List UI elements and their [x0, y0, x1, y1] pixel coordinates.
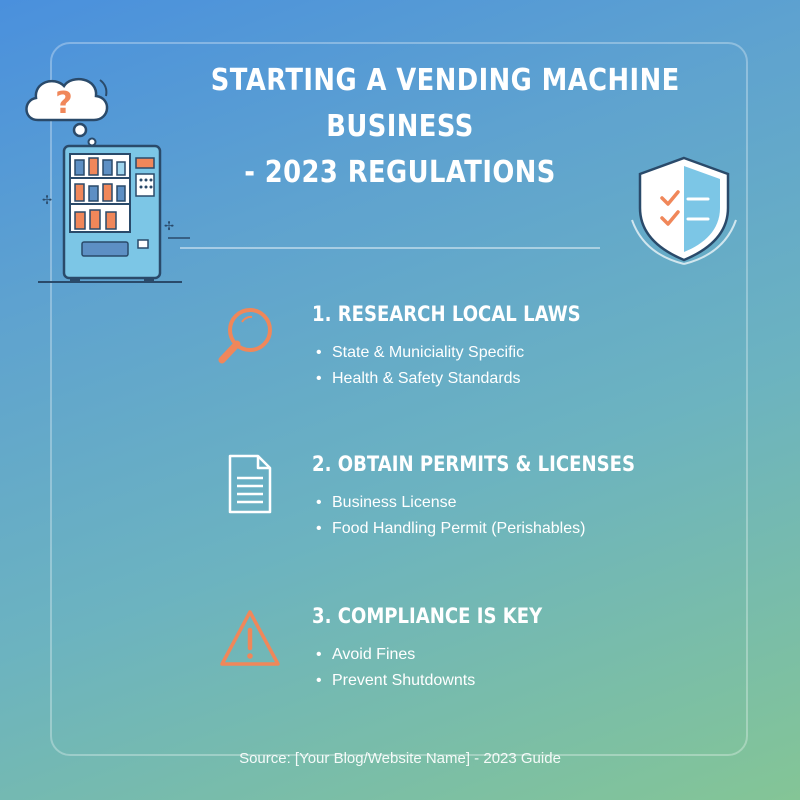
- question-bubble-icon: ?: [25, 77, 109, 147]
- vending-machine-icon: ✢ ✢: [38, 144, 190, 283]
- magnifier-icon: [218, 308, 272, 364]
- list-item: State & Municiality Specific: [316, 340, 524, 366]
- list-item: Food Handling Permit (Perishables): [316, 516, 585, 542]
- source-footer: Source: [Your Blog/Website Name] - 2023 …: [239, 750, 561, 767]
- bullet-list: State & Municiality Specific Health & Sa…: [316, 340, 524, 392]
- svg-text:?: ?: [55, 86, 72, 121]
- list-item: Health & Safety Standards: [316, 366, 524, 392]
- title-line-2: BUSINESS: [326, 109, 474, 144]
- section-heading: 3. COMPLIANCE IS KEY: [312, 604, 543, 628]
- bullet-list: Business License Food Handling Permit (P…: [316, 490, 585, 542]
- shield-check-icon: [631, 156, 737, 265]
- section-heading: 2. OBTAIN PERMITS & LICENSES: [312, 452, 635, 476]
- content-frame: [50, 42, 748, 756]
- list-item: Prevent Shutdownts: [316, 668, 475, 694]
- section-research-laws: 1. RESEARCH LOCAL LAWS State & Municiali…: [210, 300, 730, 420]
- section-permits-licenses: 2. OBTAIN PERMITS & LICENSES Business Li…: [210, 450, 730, 570]
- page-title: STARTING A VENDING MACHINE BUSINESS - 20…: [210, 58, 680, 196]
- svg-text:✢: ✢: [42, 193, 52, 207]
- document-icon: [228, 454, 272, 514]
- svg-text:✢: ✢: [164, 219, 174, 233]
- title-divider: [180, 247, 600, 249]
- title-line-3: - 2023 REGULATIONS: [244, 155, 556, 190]
- section-heading: 1. RESEARCH LOCAL LAWS: [312, 302, 581, 326]
- list-item: Business License: [316, 490, 585, 516]
- list-item: Avoid Fines: [316, 642, 475, 668]
- bullet-list: Avoid Fines Prevent Shutdownts: [316, 642, 475, 694]
- section-compliance: 3. COMPLIANCE IS KEY Avoid Fines Prevent…: [210, 602, 730, 722]
- title-line-1: STARTING A VENDING MACHINE: [210, 63, 680, 98]
- warning-icon: [220, 610, 280, 666]
